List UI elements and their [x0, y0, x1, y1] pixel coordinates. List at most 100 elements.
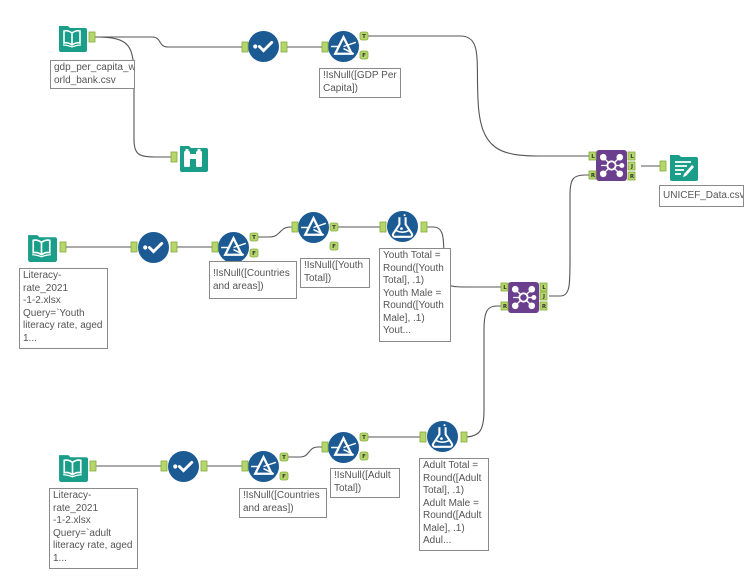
anchor-label: J	[630, 164, 633, 170]
input-anchor[interactable]	[379, 221, 387, 233]
wire-filter-true-to-join[interactable]	[367, 35, 590, 157]
tool-filter-adult-countries[interactable]: T F	[241, 451, 289, 482]
input-anchor[interactable]	[211, 241, 219, 253]
true-anchor[interactable]	[279, 452, 289, 462]
tool-output[interactable]	[659, 154, 698, 181]
wire-gdp-to-browse[interactable]	[94, 36, 172, 158]
annotation-youth-filter2[interactable]: !IsNull([Youth Total])	[300, 258, 370, 288]
false-anchor[interactable]	[279, 471, 289, 481]
filter-prism-icon	[218, 232, 249, 263]
input-anchor[interactable]	[170, 151, 178, 163]
annotation-adult-formula[interactable]: Adult Total = Round([Adult Total], .1) A…	[419, 458, 489, 551]
annotation-youth-formula[interactable]: Youth Total = Round([Youth Total], .1) Y…	[379, 248, 451, 342]
annotation-output[interactable]: UNICEF_Data.csv	[659, 185, 744, 207]
formula-flask-icon	[427, 421, 458, 452]
output-anchor[interactable]	[170, 241, 178, 253]
left-output-anchor[interactable]	[627, 151, 636, 161]
annotation-adult-filter1[interactable]: !IsNull([Countries and areas])	[239, 488, 327, 518]
right-output-anchor[interactable]	[539, 301, 548, 311]
false-anchor[interactable]	[359, 50, 369, 60]
false-anchor-label: F	[362, 454, 366, 460]
false-anchor-label: F	[332, 244, 336, 250]
anchor-label: R	[630, 174, 635, 180]
true-anchor[interactable]	[359, 432, 369, 442]
left-input-anchor[interactable]	[500, 282, 509, 292]
input-anchor[interactable]	[241, 460, 249, 472]
right-output-anchor[interactable]	[627, 171, 636, 181]
false-anchor[interactable]	[249, 248, 259, 258]
right-input-anchor[interactable]	[500, 301, 509, 311]
output-anchor[interactable]	[88, 31, 96, 43]
tool-filter-youth-countries[interactable]: T F	[211, 232, 259, 263]
wire-youth-filter1-to-filter2[interactable]	[258, 226, 293, 238]
tool-formula-adult[interactable]	[419, 421, 468, 452]
false-anchor[interactable]	[359, 451, 369, 461]
select-checkmark-icon	[168, 451, 199, 482]
true-anchor[interactable]	[359, 31, 369, 41]
false-anchor-label: F	[362, 53, 366, 59]
input-anchor[interactable]	[241, 41, 249, 53]
wire-adult-filter1-to-filter2[interactable]	[288, 446, 323, 458]
tool-input-adult[interactable]	[58, 454, 97, 482]
true-anchor[interactable]	[249, 232, 259, 242]
true-anchor-label: T	[332, 225, 336, 231]
input-anchor[interactable]	[659, 160, 667, 172]
formula-flask-icon	[387, 211, 418, 242]
annotation-adult-input[interactable]: Literacy-rate_2021 -1-2.xlsx Query=`adul…	[49, 488, 138, 569]
output-anchor[interactable]	[460, 431, 468, 443]
filter-prism-icon	[298, 212, 329, 243]
wire-join-to-join[interactable]	[549, 174, 590, 297]
join-hub-icon	[596, 150, 627, 181]
output-anchor[interactable]	[59, 241, 67, 253]
tool-join-literacy[interactable]: L R L J R	[500, 282, 548, 313]
tool-filter-youth-total[interactable]: T F	[291, 212, 339, 251]
input-anchor[interactable]	[291, 221, 299, 233]
tool-join-final[interactable]: L R L J R	[588, 150, 636, 181]
tool-filter-adult-total[interactable]: T F	[321, 432, 369, 463]
left-output-anchor[interactable]	[539, 282, 548, 292]
output-anchor[interactable]	[200, 460, 208, 472]
true-anchor-label: T	[362, 34, 366, 40]
tool-select-youth[interactable]	[130, 232, 178, 263]
output-anchor[interactable]	[280, 41, 288, 53]
left-input-anchor[interactable]	[588, 151, 597, 161]
input-anchor[interactable]	[419, 431, 427, 443]
anchor-label: L	[630, 154, 634, 160]
tool-select-adult[interactable]	[160, 451, 208, 482]
input-anchor[interactable]	[321, 41, 329, 53]
binoculars-icon	[180, 146, 208, 172]
input-data-book-icon	[58, 454, 88, 482]
tool-browse[interactable]	[170, 146, 208, 172]
wire-adult-formula-to-join[interactable]	[463, 305, 502, 438]
wire-gdp-to-select[interactable]	[95, 36, 245, 48]
input-anchor[interactable]	[321, 441, 329, 453]
output-anchor[interactable]	[420, 221, 428, 233]
tool-input-youth[interactable]	[27, 234, 67, 262]
tool-filter-gdp[interactable]: T F	[321, 31, 369, 62]
anchor-label: R	[591, 173, 596, 179]
filter-prism-icon	[328, 432, 359, 463]
filter-prism-icon	[248, 451, 279, 482]
join-output-anchor[interactable]	[539, 291, 548, 301]
annotation-gdp-filter[interactable]: !IsNull([GDP Per Capita])	[319, 68, 401, 98]
tool-select-gdp[interactable]	[241, 31, 288, 62]
annotation-youth-filter1[interactable]: !IsNull([Countries and areas])	[209, 261, 297, 299]
annotation-youth-input[interactable]: Literacy-rate_2021 -1-2.xlsx Query=`Yout…	[19, 268, 108, 349]
false-anchor[interactable]	[329, 241, 339, 251]
tool-formula-youth[interactable]	[379, 211, 428, 242]
right-input-anchor[interactable]	[588, 170, 597, 180]
annotation-gdp-input[interactable]: gdp_per_capita_w orld_bank.csv	[50, 60, 135, 89]
anchor-label: L	[591, 154, 595, 160]
input-anchor[interactable]	[160, 460, 168, 472]
output-anchor[interactable]	[89, 460, 97, 472]
true-anchor[interactable]	[329, 222, 339, 232]
false-anchor-label: F	[282, 474, 286, 480]
anchor-label: J	[542, 294, 545, 300]
annotation-adult-filter2[interactable]: !IsNull([Adult Total])	[330, 468, 400, 498]
join-output-anchor[interactable]	[627, 161, 636, 171]
input-anchor[interactable]	[130, 241, 138, 253]
tool-input-gdp[interactable]	[58, 25, 96, 52]
anchor-label: L	[503, 285, 507, 291]
